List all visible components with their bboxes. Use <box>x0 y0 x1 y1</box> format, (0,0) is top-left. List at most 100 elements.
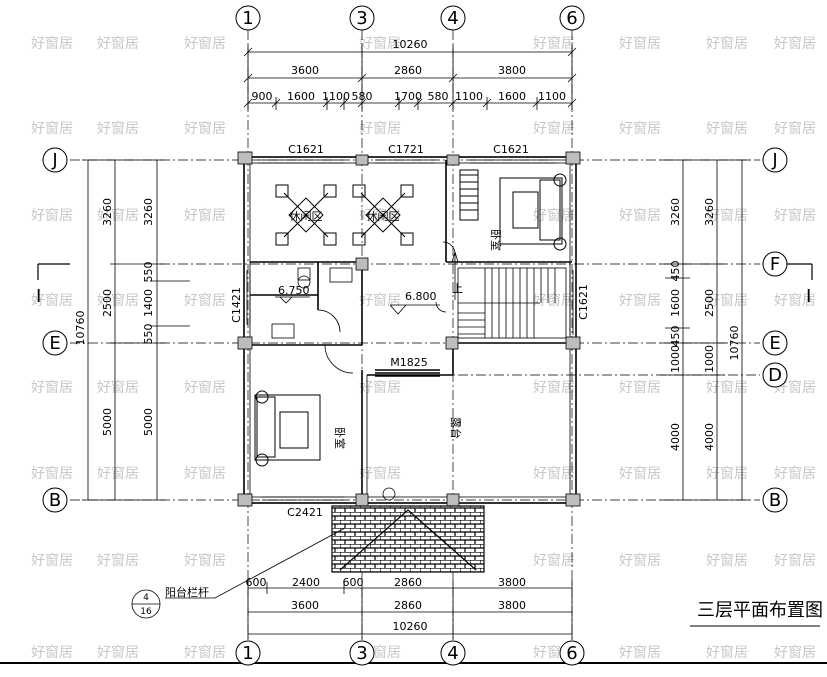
structural-columns <box>237 151 581 507</box>
balcony-railing-label: 阳台栏杆 <box>165 585 209 599</box>
grid-row-J-left-circle <box>42 147 68 173</box>
dim-left-detail-3: 1400 <box>142 289 155 317</box>
room-leisure-1: 休闲区 <box>290 209 323 223</box>
grid-row-F-right-circle <box>762 251 788 277</box>
watermark-text: 好窗居 <box>31 292 73 309</box>
dim-right-detail-6: 4000 <box>669 423 682 451</box>
dim-left-detail-2: 550 <box>142 262 155 283</box>
window-c1621-top-right: C1621 <box>493 143 529 156</box>
dim-right-mid-2: 2500 <box>703 289 716 317</box>
dim-right-detail-2: 450 <box>669 261 682 282</box>
watermark-text: 好窗居 <box>359 120 401 137</box>
watermark-text: 好窗居 <box>31 465 73 482</box>
watermark-text: 好窗居 <box>31 120 73 137</box>
watermark-text: 好窗居 <box>706 552 748 569</box>
watermark-text: 好窗居 <box>184 644 226 661</box>
grid-col-bottom-1: 1 <box>242 643 253 664</box>
room-bedroom-right: 卧室 <box>489 229 503 251</box>
watermark-text: 好窗居 <box>706 465 748 482</box>
windows <box>243 156 577 504</box>
grid-row-J-right: J <box>771 150 777 171</box>
drawing-title: 三层平面布置图 <box>697 600 823 621</box>
watermark-text: 好窗居 <box>359 35 401 52</box>
grid-col-bottom-4: 4 <box>447 643 458 664</box>
dim-top-mid-3: 3800 <box>498 64 526 77</box>
window-c2421: C2421 <box>287 506 323 519</box>
watermark-text: 好窗居 <box>774 465 816 482</box>
watermark-text: 好窗居 <box>533 292 575 309</box>
watermark-text: 好窗居 <box>184 207 226 224</box>
level-marks <box>275 296 440 315</box>
watermark-text: 好窗居 <box>359 292 401 309</box>
section-label-right: I <box>806 286 811 307</box>
grid-row-J-left: J <box>51 150 57 171</box>
watermark-text: 好窗居 <box>774 207 816 224</box>
dim-left-detail-1: 3260 <box>142 198 155 226</box>
watermark-text: 好窗居 <box>619 379 661 396</box>
watermark-text: 好窗居 <box>184 552 226 569</box>
watermark-text: 好窗居 <box>619 120 661 137</box>
watermark-text: 好窗居 <box>619 644 661 661</box>
dim-bottom-detail-5: 3800 <box>498 576 526 589</box>
grid-col-bottom-6: 6 <box>566 643 577 664</box>
grid-col-bottom-3: 3 <box>356 643 367 664</box>
watermark-text: 好窗居 <box>97 292 139 309</box>
dim-top-detail-7: 1100 <box>455 90 483 103</box>
watermark-text: 好窗居 <box>619 552 661 569</box>
watermark-text: 好窗居 <box>774 35 816 52</box>
dim-right-mid-1: 3260 <box>703 198 716 226</box>
watermark-text: 好窗居 <box>619 207 661 224</box>
window-c1621-top-left: C1621 <box>288 143 324 156</box>
dim-top-mid-2: 2860 <box>394 64 422 77</box>
dim-bottom-mid-3: 3800 <box>498 599 526 612</box>
watermark-text: 好窗居 <box>97 552 139 569</box>
watermark-layer: 好窗居好窗居好窗居好窗居好窗居好窗居好窗居好窗居好窗居好窗居好窗居好窗居好窗居好… <box>31 35 816 661</box>
grid-row-E-left-circle <box>42 330 68 356</box>
grid-col-bottom-3-circle <box>349 640 375 666</box>
bath-fixtures <box>271 241 456 501</box>
grid-col-top-4-circle <box>440 5 466 31</box>
section-label-left: I <box>36 286 41 307</box>
dim-left-detail-4: 550 <box>142 324 155 345</box>
watermark-text: 好窗居 <box>706 120 748 137</box>
dim-right-detail-1: 3260 <box>669 198 682 226</box>
grid-col-bottom-1-circle <box>235 640 261 666</box>
grid-row-B-left: B <box>49 490 61 511</box>
dim-bottom-detail-2: 2400 <box>292 576 320 589</box>
watermark-text: 好窗居 <box>184 465 226 482</box>
watermark-text: 好窗居 <box>774 644 816 661</box>
level-hall: 6.800 <box>405 290 437 303</box>
grid-row-E-left: E <box>49 333 60 354</box>
watermark-text: 好窗居 <box>31 207 73 224</box>
grid-col-top-3: 3 <box>356 8 367 29</box>
grid-row-J-right-circle <box>762 147 788 173</box>
dim-top-detail-1: 900 <box>252 90 273 103</box>
dim-top-mid-1: 3600 <box>291 64 319 77</box>
watermark-text: 好窗居 <box>359 465 401 482</box>
stair <box>451 251 567 339</box>
dim-top-detail-3: 1100 <box>322 90 350 103</box>
dim-left-total: 10760 <box>74 311 87 346</box>
detail-ref-sheet: 16 <box>140 607 152 617</box>
dimension-lines <box>82 45 750 640</box>
dim-top-detail-2: 1600 <box>287 90 315 103</box>
detail-ref-number: 4 <box>143 593 149 603</box>
watermark-text: 好窗居 <box>533 465 575 482</box>
window-c1621-right: C1621 <box>577 284 590 320</box>
grid-row-B-left-circle <box>42 487 68 513</box>
watermark-text: 好窗居 <box>706 292 748 309</box>
level-bathroom: 6.750 <box>278 284 310 297</box>
dim-bottom-total: 10260 <box>393 620 428 633</box>
grid-row-D-right-circle <box>762 362 788 388</box>
watermark-text: 好窗居 <box>706 379 748 396</box>
stair-up-mark: 上 <box>452 282 463 295</box>
grid-col-top-6-circle <box>559 5 585 31</box>
section-cut-marks <box>37 263 813 280</box>
dim-right-total: 10760 <box>728 326 741 361</box>
dim-top-detail-6: 580 <box>428 90 449 103</box>
grid-col-top-1: 1 <box>242 8 253 29</box>
dim-right-detail-5: 1000 <box>669 345 682 373</box>
watermark-text: 好窗居 <box>774 292 816 309</box>
watermark-text: 好窗居 <box>533 379 575 396</box>
dim-right-mid-4: 4000 <box>703 423 716 451</box>
